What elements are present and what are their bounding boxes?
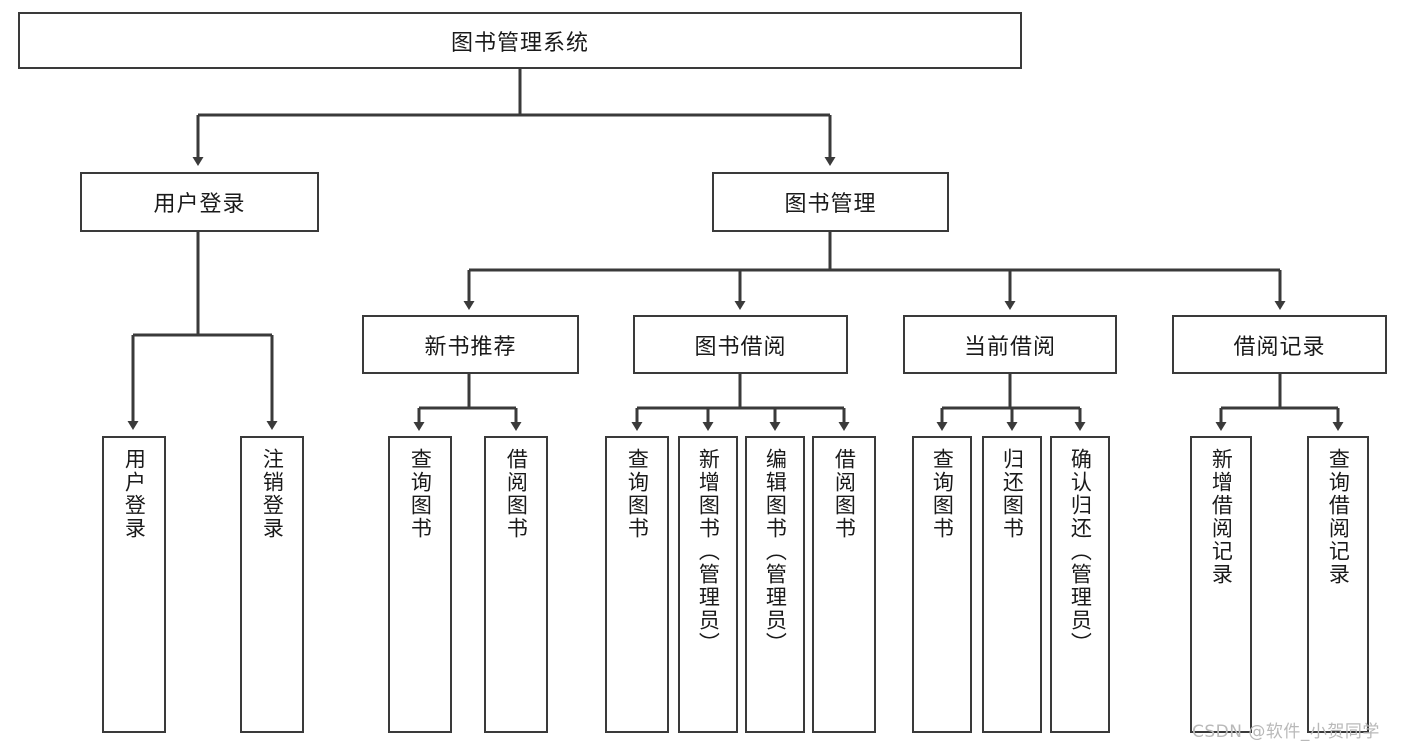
leaf-edit-book-admin[interactable]: 编辑图书（管理员） bbox=[745, 436, 805, 733]
node-new-book-recommendation[interactable]: 新书推荐 bbox=[362, 315, 579, 374]
leaf-confirm-return-admin[interactable]: 确认归还（管理员） bbox=[1050, 436, 1110, 733]
leaf-borrow-book-rec[interactable]: 借阅图书 bbox=[484, 436, 548, 733]
leaf-query-book-current[interactable]: 查询图书 bbox=[912, 436, 972, 733]
leaf-add-borrow-record-label: 新增借阅记录 bbox=[1209, 448, 1234, 586]
leaf-query-book-current-label: 查询图书 bbox=[930, 448, 955, 540]
node-book-borrow[interactable]: 图书借阅 bbox=[633, 315, 848, 374]
leaf-logout[interactable]: 注销登录 bbox=[240, 436, 304, 733]
leaf-query-book-rec[interactable]: 查询图书 bbox=[388, 436, 452, 733]
node-new-book-recommendation-label: 新书推荐 bbox=[424, 334, 517, 360]
leaf-edit-book-admin-label: 编辑图书（管理员） bbox=[763, 448, 788, 655]
leaf-query-book-rec-label: 查询图书 bbox=[408, 448, 433, 540]
leaf-borrow-book-label: 借阅图书 bbox=[832, 448, 857, 540]
node-borrow-record[interactable]: 借阅记录 bbox=[1172, 315, 1387, 374]
leaf-add-borrow-record[interactable]: 新增借阅记录 bbox=[1190, 436, 1252, 733]
leaf-query-borrow-record[interactable]: 查询借阅记录 bbox=[1307, 436, 1369, 733]
node-user-login[interactable]: 用户登录 bbox=[80, 172, 319, 232]
node-book-management-label: 图书管理 bbox=[784, 192, 877, 217]
leaf-return-book[interactable]: 归还图书 bbox=[982, 436, 1042, 733]
leaf-add-book-admin[interactable]: 新增图书（管理员） bbox=[678, 436, 738, 733]
node-current-borrow[interactable]: 当前借阅 bbox=[903, 315, 1117, 374]
node-book-borrow-label: 图书借阅 bbox=[694, 334, 787, 360]
leaf-borrow-book-rec-label: 借阅图书 bbox=[504, 448, 529, 540]
leaf-confirm-return-admin-label: 确认归还（管理员） bbox=[1068, 448, 1093, 655]
node-book-management[interactable]: 图书管理 bbox=[712, 172, 949, 232]
leaf-query-book-label: 查询图书 bbox=[625, 448, 650, 540]
node-root-label: 图书管理系统 bbox=[450, 30, 589, 56]
leaf-query-borrow-record-label: 查询借阅记录 bbox=[1326, 448, 1351, 586]
leaf-query-book[interactable]: 查询图书 bbox=[605, 436, 669, 733]
leaf-borrow-book[interactable]: 借阅图书 bbox=[812, 436, 876, 733]
node-root[interactable]: 图书管理系统 bbox=[18, 12, 1022, 69]
node-user-login-label: 用户登录 bbox=[153, 192, 246, 217]
leaf-user-login-label: 用户登录 bbox=[122, 448, 147, 540]
leaf-logout-label: 注销登录 bbox=[260, 448, 285, 540]
leaf-return-book-label: 归还图书 bbox=[1000, 448, 1025, 540]
node-current-borrow-label: 当前借阅 bbox=[963, 334, 1056, 360]
leaf-add-book-admin-label: 新增图书（管理员） bbox=[696, 448, 721, 655]
watermark: CSDN @软件_小贺同学 bbox=[1192, 722, 1380, 742]
leaf-user-login[interactable]: 用户登录 bbox=[102, 436, 166, 733]
node-borrow-record-label: 借阅记录 bbox=[1233, 334, 1326, 360]
